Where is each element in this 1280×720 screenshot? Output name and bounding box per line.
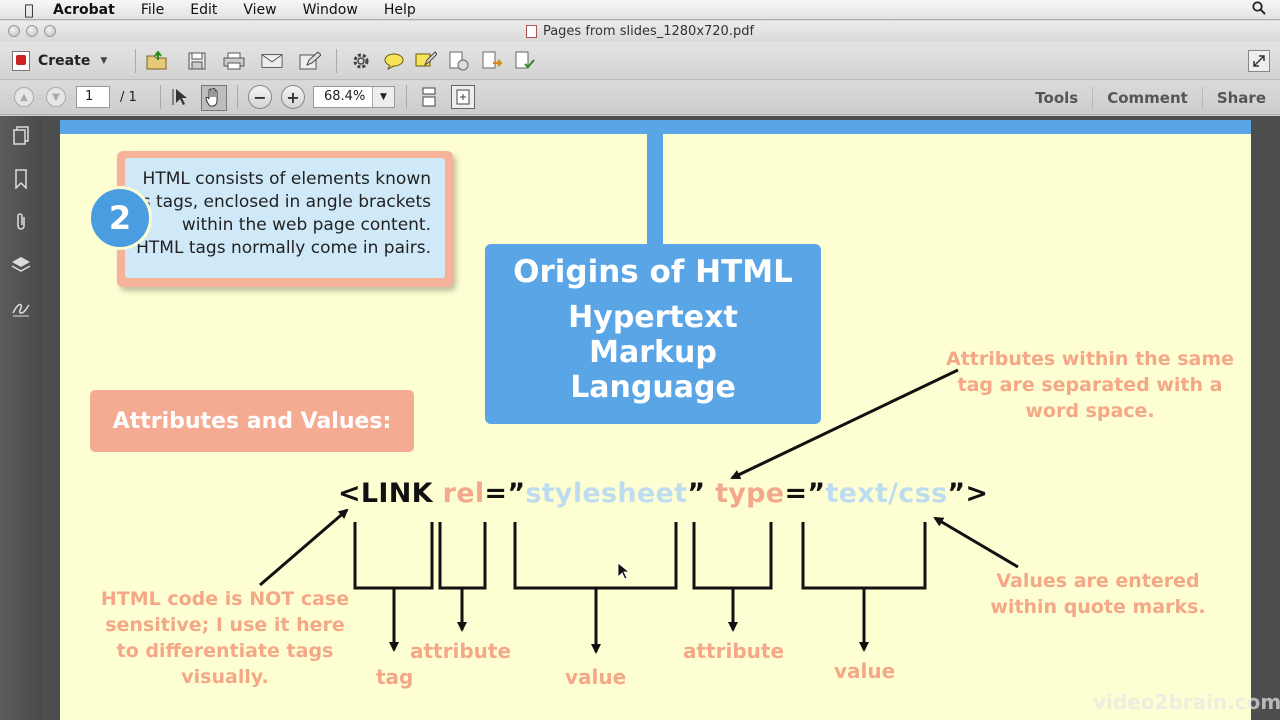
menu-app-name[interactable]: Acrobat [53, 1, 115, 18]
toolbar-divider [336, 49, 337, 73]
step-callout: HTML consists of elements known as tags,… [117, 151, 453, 287]
note-word-space: Attributes within the same tag are separ… [945, 348, 1235, 422]
code-attr-type: type [715, 478, 785, 509]
slide-top-bar [60, 120, 1251, 134]
diagram-lines [259, 368, 1019, 654]
code-value-textcss: text/css [825, 478, 948, 509]
close-window-button[interactable] [8, 25, 20, 37]
next-page-icon[interactable]: ▼ [46, 87, 66, 107]
toolbar-divider [135, 49, 136, 73]
zoom-level-select[interactable]: 68.4% ▼ [313, 86, 395, 108]
minimize-window-button[interactable] [26, 25, 38, 37]
page-total: / 1 [120, 90, 137, 105]
combine-icon[interactable] [448, 50, 470, 72]
note-case-sensitive: HTML code is NOT case sensitive; I use i… [100, 588, 350, 688]
menu-edit[interactable]: Edit [190, 1, 218, 18]
chevron-down-icon: ▼ [100, 56, 108, 66]
menu-view[interactable]: View [243, 1, 277, 18]
protect-icon[interactable] [514, 50, 536, 72]
page-number-input[interactable]: 1 [76, 86, 110, 108]
previous-page-icon[interactable]: ▲ [14, 87, 34, 107]
label-attribute-rel: attribute [410, 639, 512, 663]
pdf-document-icon [525, 25, 537, 38]
navigation-toolbar: ▲ ▼ 1 / 1 − + 68.4% ▼ Tools Comment Shar… [0, 81, 1280, 115]
open-icon[interactable] [146, 50, 168, 72]
export-icon[interactable] [481, 50, 503, 72]
mouse-cursor-icon [617, 562, 631, 584]
zoom-level-value: 68.4% [324, 89, 366, 104]
attributes-heading: Attributes and Values: [90, 390, 414, 452]
highlight-icon[interactable] [415, 50, 437, 72]
window-title: Pages from slides_1280x720.pdf [542, 24, 755, 39]
pdf-page: HTML consists of elements known as tags,… [60, 120, 1251, 720]
gear-icon[interactable] [350, 50, 372, 72]
scroll-mode-icon[interactable] [418, 86, 440, 108]
menu-help[interactable]: Help [383, 1, 416, 18]
create-pdf-icon [12, 51, 30, 71]
origins-line-hypertext: Hypertext [568, 300, 738, 335]
fullscreen-icon[interactable] [1248, 50, 1270, 72]
comment-link[interactable]: Comment [1092, 86, 1202, 109]
select-tool-icon[interactable] [170, 86, 192, 108]
label-value-textcss: value [834, 659, 896, 683]
email-icon[interactable] [261, 50, 283, 72]
label-tag: tag [376, 665, 414, 689]
origins-line-markup: Markup [589, 335, 717, 370]
label-attribute-type: attribute [683, 639, 785, 663]
code-equals-quote: =” [484, 478, 526, 509]
code-tag-open: <LINK [338, 478, 443, 509]
zoom-window-button[interactable] [44, 25, 56, 37]
fit-page-icon[interactable] [451, 85, 475, 109]
apple-menu[interactable]:  [18, 1, 40, 19]
origins-line-language: Language [570, 370, 736, 405]
layers-icon[interactable] [11, 255, 31, 275]
panel-links: Tools Comment Share [1021, 81, 1280, 114]
tools-link[interactable]: Tools [1035, 88, 1079, 107]
zoom-in-icon[interactable]: + [281, 85, 305, 109]
navigation-pane [0, 116, 42, 720]
origins-title: Origins of HTML [513, 254, 793, 290]
window-controls [8, 25, 56, 37]
toolbar-divider [406, 85, 407, 109]
code-close-quote: ” [687, 478, 716, 509]
label-value-stylesheet: value [565, 665, 627, 689]
print-icon[interactable] [223, 50, 245, 72]
document-view[interactable]: HTML consists of elements known as tags,… [42, 116, 1280, 720]
chevron-down-icon[interactable]: ▼ [372, 87, 394, 107]
note-quote-marks: Values are entered within quote marks. [990, 570, 1206, 618]
main-toolbar: Create ▼ [0, 42, 1280, 80]
toolbar-divider [160, 85, 161, 109]
save-icon[interactable] [186, 50, 208, 72]
search-icon[interactable] [1252, 1, 1266, 19]
bookmark-icon[interactable] [11, 169, 31, 189]
origins-box: Origins of HTML Hypertext Markup Languag… [485, 244, 821, 424]
menu-bar:  Acrobat File Edit View Window Help [0, 0, 1280, 20]
code-equals-quote: =” [784, 478, 826, 509]
code-example: <LINK rel=”stylesheet” type=”text/css”> [338, 478, 988, 509]
code-tag-close: ”> [947, 478, 989, 509]
step-callout-text: HTML consists of elements known as tags,… [131, 169, 431, 258]
menu-window[interactable]: Window [302, 1, 358, 18]
create-button[interactable]: Create ▼ [12, 50, 107, 72]
create-label: Create [38, 53, 91, 69]
attachment-icon[interactable] [11, 212, 31, 232]
signature-icon[interactable] [11, 298, 31, 318]
slide-connector-bar [647, 134, 663, 244]
step-callout-panel: HTML consists of elements known as tags,… [125, 158, 445, 278]
toolbar-divider [237, 85, 238, 109]
hand-tool-icon[interactable] [201, 85, 227, 111]
window-title-bar: Pages from slides_1280x720.pdf [0, 21, 1280, 42]
code-value-stylesheet: stylesheet [525, 478, 688, 509]
video2brain-watermark: video2brain.com [1093, 690, 1280, 714]
zoom-out-icon[interactable]: − [248, 85, 272, 109]
code-attr-rel: rel [442, 478, 485, 509]
edit-icon[interactable] [299, 50, 321, 72]
share-link[interactable]: Share [1201, 86, 1280, 109]
page-thumbnails-icon[interactable] [11, 126, 31, 146]
menu-file[interactable]: File [140, 1, 165, 18]
step-number-badge: 2 [88, 186, 152, 250]
comment-icon[interactable] [383, 50, 405, 72]
